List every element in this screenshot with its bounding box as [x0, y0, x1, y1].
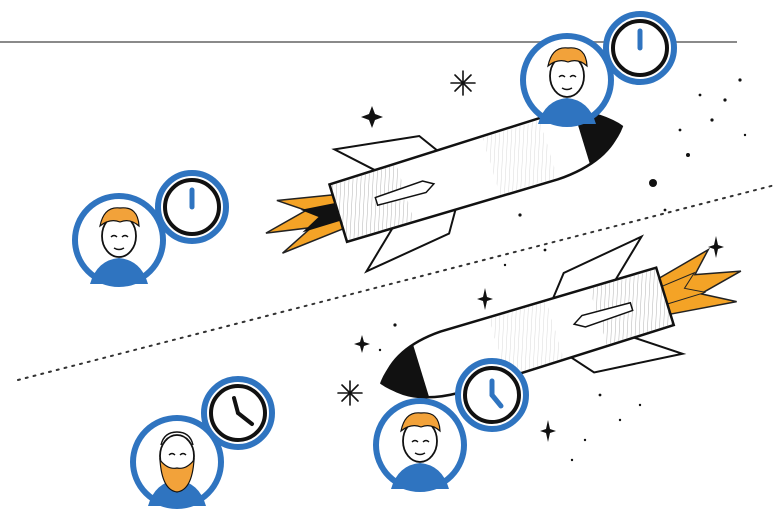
- bearded-observer: [133, 379, 272, 506]
- clock-4-icon: [204, 379, 272, 447]
- traveler-top-rocket: [523, 14, 674, 124]
- observer-left: [75, 173, 226, 284]
- clock-5-icon: [458, 361, 526, 429]
- clock-12-icon: [158, 173, 226, 241]
- clock-12-icon: [606, 14, 674, 82]
